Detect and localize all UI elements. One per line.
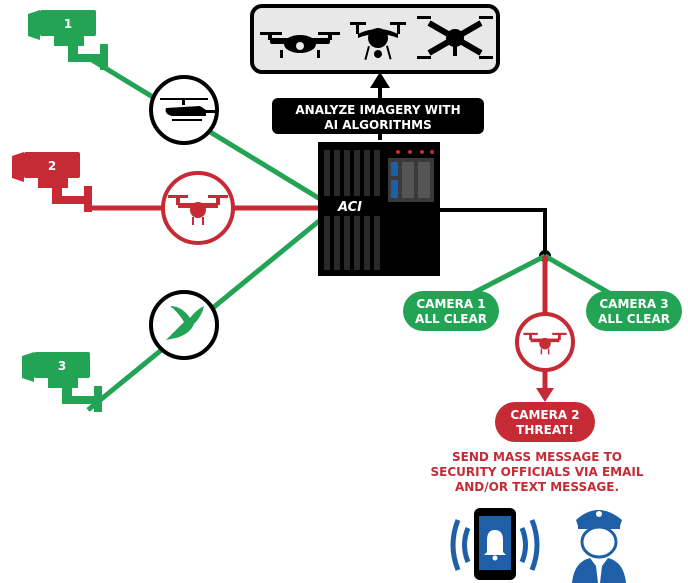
arrow-down-camera2 [536, 388, 554, 402]
drone-icon [350, 22, 406, 61]
result-camera1-line1: CAMERA 1 [416, 297, 485, 311]
message-line3: AND/OR TEXT MESSAGE. [455, 480, 619, 494]
line-server-branch [440, 208, 547, 256]
camera-1-number: 1 [64, 17, 72, 31]
server-rack: ACI [318, 142, 440, 276]
detection-helicopter [149, 75, 219, 145]
camera-3: 3 [22, 352, 102, 412]
detection-drone [161, 171, 235, 245]
helicopter-icon [160, 98, 216, 121]
drone-panel [250, 4, 500, 74]
security-officer-icon [572, 510, 626, 583]
message-line1: SEND MASS MESSAGE TO [452, 450, 622, 464]
result-camera1: CAMERA 1 ALL CLEAR [403, 291, 499, 331]
line-camera1 [90, 57, 332, 208]
mass-message-text: SEND MASS MESSAGE TO SECURITY OFFICIALS … [431, 450, 644, 494]
camera-3-number: 3 [58, 359, 66, 373]
result-camera3-line2: ALL CLEAR [598, 312, 670, 326]
result-camera3-line1: CAMERA 3 [599, 297, 668, 311]
detection-drone-result [515, 312, 575, 372]
camera-1: 1 [28, 10, 108, 70]
result-camera2-line2: THREAT! [516, 423, 574, 437]
drone-icon [417, 16, 493, 59]
analyze-label-line2: AI ALGORITHMS [324, 118, 431, 132]
result-camera1-line2: ALL CLEAR [415, 312, 487, 326]
result-camera2: CAMERA 2 THREAT! [495, 402, 595, 442]
camera-2: 2 [12, 152, 92, 212]
camera-2-number: 2 [48, 159, 56, 173]
server-logo: ACI [337, 200, 362, 215]
analyze-label-line1: ANALYZE IMAGERY WITH [295, 103, 460, 117]
arrow-up-panel [370, 72, 390, 88]
message-line2: SECURITY OFFICIALS VIA EMAIL [431, 465, 644, 479]
analyze-label: ANALYZE IMAGERY WITH AI ALGORITHMS [272, 98, 484, 134]
phone-alert-icon [450, 508, 540, 580]
bird-icon [166, 306, 204, 340]
result-camera2-line1: CAMERA 2 [510, 408, 579, 422]
detection-bird [149, 290, 219, 360]
result-camera3: CAMERA 3 ALL CLEAR [586, 291, 682, 331]
drone-icon [260, 32, 340, 58]
